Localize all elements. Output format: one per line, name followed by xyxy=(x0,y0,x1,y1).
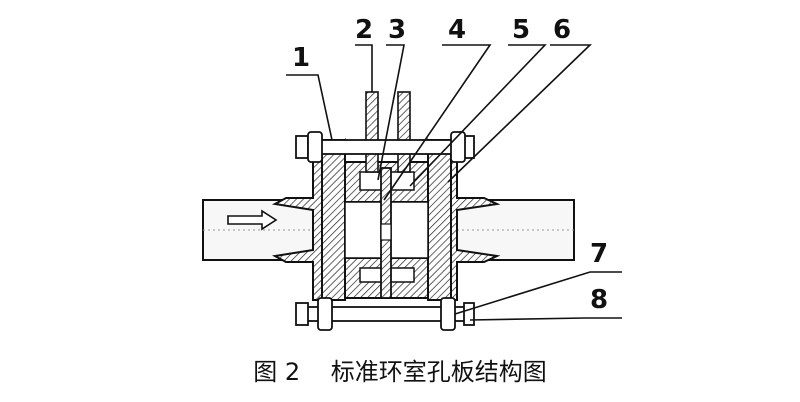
outlet-pipe xyxy=(456,199,575,261)
inlet-pipe xyxy=(202,199,314,261)
lower-bolt xyxy=(295,297,475,331)
pressure-tube-right xyxy=(397,91,411,173)
callout-2: 2 xyxy=(355,15,373,45)
callout-4: 4 xyxy=(448,15,466,45)
callout-5: 5 xyxy=(512,15,530,45)
upper-bolt xyxy=(295,131,475,163)
callout-8: 8 xyxy=(590,285,608,315)
right-arrow-icon xyxy=(227,209,278,231)
figure-caption: 图 2 标准环室孔板结构图 xyxy=(0,352,800,387)
leader-lines xyxy=(286,44,622,321)
callout-3: 3 xyxy=(388,15,406,45)
caption-gap xyxy=(300,358,331,386)
pressure-tube-left xyxy=(365,91,379,173)
callout-1: 1 xyxy=(292,43,310,73)
figure-title: 标准环室孔板结构图 xyxy=(330,358,547,386)
callout-6: 6 xyxy=(553,15,571,45)
callout-7: 7 xyxy=(590,239,608,269)
orifice-plate xyxy=(380,167,392,299)
figure-label: 图 2 xyxy=(253,358,301,386)
